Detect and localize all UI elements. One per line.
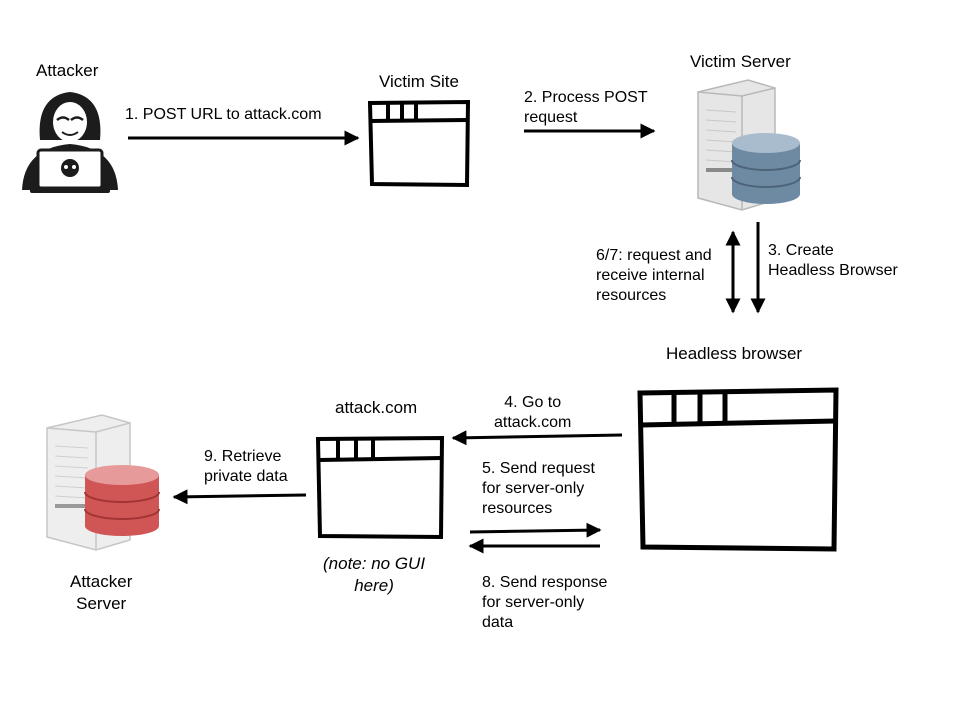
step-4-label: 4. Go to attack.com <box>494 393 571 433</box>
attacker-server-icon <box>46 414 160 551</box>
step-2-label: 2. Process POST request <box>524 88 648 128</box>
victim-server-icon <box>697 79 801 211</box>
attack-com-label: attack.com <box>335 398 418 417</box>
step-2-line-1: 2. Process POST <box>524 89 648 106</box>
victim-server-label: Victim Server <box>690 52 791 71</box>
step-6-7-line-2: receive internal <box>596 267 705 284</box>
step-5-line-2: for server-only <box>482 480 585 497</box>
step-8-line-1: 8. Send response <box>482 574 608 591</box>
headless-browser-window-icon <box>637 387 839 552</box>
no-gui-note: (note: no GUI here) <box>323 553 425 597</box>
step-8-line-3: data <box>482 614 514 631</box>
step-3-line-1: 3. Create <box>768 242 834 259</box>
step-9-line-1: 9. Retrieve <box>204 448 282 465</box>
step-5-line-1: 5. Send request <box>482 460 595 477</box>
step-8-line-2: for server-only <box>482 594 585 611</box>
step-6-7-label: 6/7: request and receive internal resour… <box>596 246 712 306</box>
step-6-7-line-3: resources <box>596 287 667 304</box>
step-3-line-2: Headless Browser <box>768 262 898 279</box>
step-5-label: 5. Send request for server-only resource… <box>482 459 595 519</box>
step-2-line-2: request <box>524 109 578 126</box>
attacker-server-label-line-2: Server <box>76 594 127 613</box>
victim-site-window-icon <box>367 99 471 188</box>
no-gui-note-line-2: here) <box>354 576 394 595</box>
attacker-server-label-line-1: Attacker <box>70 572 133 591</box>
step-4-line-1: 4. Go to <box>504 394 562 411</box>
step-6-7-line-1: 6/7: request and <box>596 247 712 264</box>
no-gui-note-line-1: (note: no GUI <box>323 554 426 573</box>
headless-browser-label: Headless browser <box>666 344 803 363</box>
step-8-label: 8. Send response for server-only data <box>482 573 607 633</box>
hacker-icon <box>22 92 118 193</box>
arrow-step-5 <box>469 522 602 538</box>
step-1-label: 1. POST URL to attack.com <box>125 106 322 123</box>
victim-site-label: Victim Site <box>379 72 459 91</box>
attacker-label: Attacker <box>36 61 99 80</box>
step-5-line-3: resources <box>482 500 553 517</box>
step-9-label: 9. Retrieve private data <box>204 447 288 487</box>
step-4-line-2: attack.com <box>494 414 572 431</box>
step-9-line-2: private data <box>204 468 288 485</box>
attack-com-window-icon <box>315 435 445 540</box>
arrow-step-4 <box>451 430 623 446</box>
arrow-step-9 <box>172 489 307 505</box>
step-3-label: 3. Create Headless Browser <box>768 241 898 281</box>
attacker-server-label: Attacker Server <box>70 571 132 615</box>
